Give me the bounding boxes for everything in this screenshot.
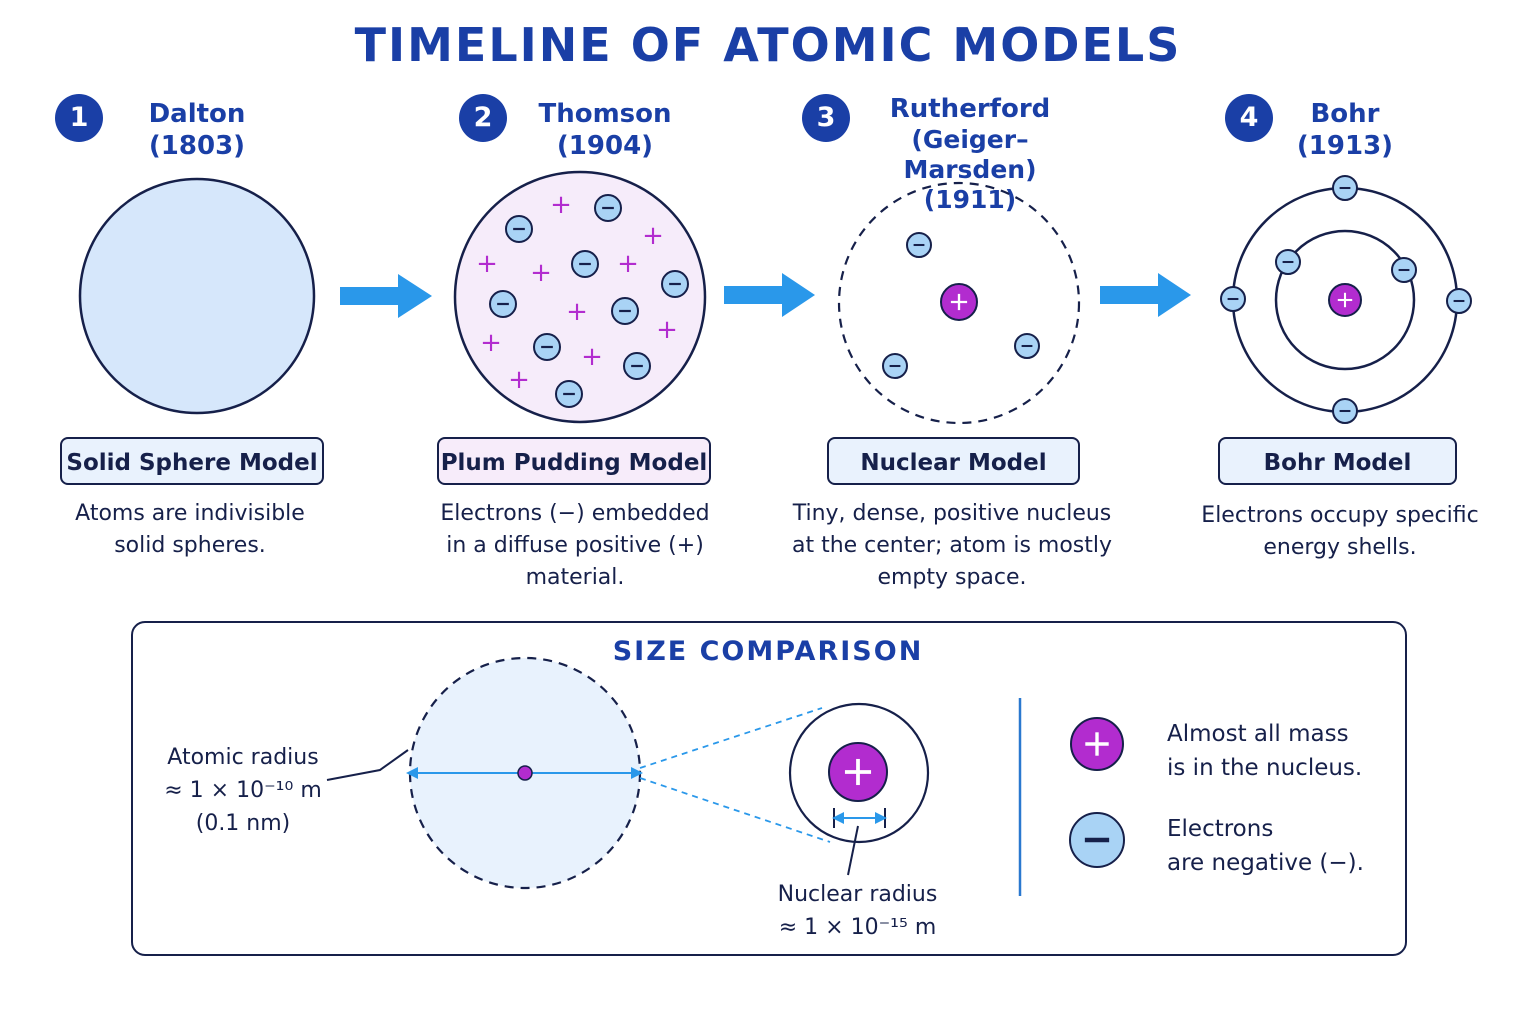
legend-electron-icon — [1069, 812, 1125, 868]
electron-icon — [623, 352, 651, 380]
model-year: (1913) — [1296, 131, 1394, 161]
electron-icon — [1391, 257, 1417, 283]
electron-icon — [1332, 398, 1358, 424]
step-number-1: 1 — [55, 94, 103, 142]
description-line: Tiny, dense, positive nucleus — [792, 501, 1112, 526]
positive-charge-icon: + — [480, 328, 502, 358]
scientist-name: Bohr — [1310, 99, 1380, 129]
rutherford-nuclear-atom — [837, 181, 1081, 425]
model-label-plum-pudding: Plum Pudding Model — [437, 437, 711, 485]
description-line: Electrons (−) embedded — [440, 501, 710, 526]
model-label-bohr: Bohr Model — [1218, 437, 1457, 485]
positive-charge-icon: + — [581, 342, 603, 372]
positive-charge-icon: + — [642, 221, 664, 251]
electron-icon — [661, 270, 689, 298]
description-line: solid spheres. — [114, 533, 266, 558]
timeline-arrow-1 — [340, 274, 432, 318]
nucleus-plus-icon — [940, 283, 978, 321]
legend-nucleus-icon — [1070, 717, 1124, 771]
size-comparison-graphic — [326, 656, 1125, 896]
description-rutherford: Tiny, dense, positive nucleus at the cen… — [782, 498, 1122, 594]
legend-mass-text: Almost all mass is in the nucleus. — [1167, 717, 1362, 785]
bohr-inner-shell — [1274, 229, 1416, 371]
size-comparison-panel — [131, 621, 1407, 956]
electron-icon — [489, 290, 517, 318]
step-heading-rutherford: Rutherford (Geiger–Marsden) (1911) — [850, 93, 1090, 215]
dalton-solid-sphere — [78, 177, 316, 415]
positive-charge-icon: + — [530, 258, 552, 288]
electron-icon — [906, 232, 932, 258]
electron-icon — [505, 215, 533, 243]
electron-icon — [571, 250, 599, 278]
description-line: Atoms are indivisible — [75, 501, 305, 526]
positive-charge-icon: + — [617, 249, 639, 279]
positive-charge-icon: + — [656, 315, 678, 345]
label-line: Nuclear radius — [777, 882, 938, 907]
electron-icon — [1332, 175, 1358, 201]
label-line: ≈ 1 × 10⁻¹⁵ m — [778, 915, 937, 940]
electron-icon — [882, 353, 908, 379]
timeline-arrow-3 — [1100, 273, 1191, 317]
electron-icon — [1014, 333, 1040, 359]
step-heading-dalton: Dalton (1803) — [97, 98, 297, 162]
positive-charge-icon: + — [566, 297, 588, 327]
zoom-line-bottom — [639, 777, 831, 843]
electron-icon — [1275, 249, 1301, 275]
description-dalton: Atoms are indivisible solid spheres. — [40, 498, 340, 562]
atomic-radius-leader — [326, 749, 409, 781]
positive-charge-icon: + — [508, 365, 530, 395]
electron-icon — [1220, 286, 1246, 312]
legend-line: Almost all mass — [1167, 721, 1349, 747]
description-bohr: Electrons occupy specific energy shells. — [1180, 500, 1500, 564]
positive-charge-icon: + — [476, 249, 498, 279]
nuclear-radius-label: Nuclear radius ≈ 1 × 10⁻¹⁵ m — [760, 878, 955, 944]
model-year: (1904) — [556, 131, 654, 161]
step-heading-thomson: Thomson (1904) — [505, 98, 705, 162]
nuclear-radius-leader — [847, 825, 859, 876]
model-year: (1803) — [148, 131, 246, 161]
timeline-arrow-2 — [724, 273, 815, 317]
label-line: (0.1 nm) — [195, 811, 291, 836]
step-heading-bohr: Bohr (1913) — [1245, 98, 1445, 162]
model-label-nuclear: Nuclear Model — [827, 437, 1080, 485]
step-number-3: 3 — [802, 94, 850, 142]
electron-icon — [555, 380, 583, 408]
positive-charge-icon: + — [550, 190, 572, 220]
scientist-subtitle: (Geiger–Marsden) — [903, 125, 1037, 184]
legend-electron-text: Electrons are negative (−). — [1167, 812, 1364, 880]
size-comparison-title: SIZE COMPARISON — [612, 636, 924, 667]
electron-icon — [594, 194, 622, 222]
model-label-solid-sphere: Solid Sphere Model — [60, 437, 324, 485]
page-title: TIMELINE OF ATOMIC MODELS — [354, 18, 1182, 72]
nucleus-plus-icon — [1328, 283, 1362, 317]
description-line: at the center; atom is mostly — [791, 533, 1113, 558]
electron-icon — [533, 333, 561, 361]
electron-icon — [611, 297, 639, 325]
description-line: Electrons occupy specific — [1201, 503, 1479, 528]
tiny-nucleus-dot — [517, 765, 533, 781]
label-line: Atomic radius — [167, 745, 319, 770]
zoomed-nucleus-icon — [828, 742, 888, 802]
legend-line: is in the nucleus. — [1167, 755, 1363, 781]
model-year: (1911) — [923, 185, 1017, 214]
description-line: energy shells. — [1263, 535, 1417, 560]
bohr-atom — [1220, 175, 1472, 424]
step-number-4: 4 — [1225, 94, 1273, 142]
legend-line: are negative (−). — [1167, 850, 1364, 876]
zoom-line-top — [639, 707, 823, 769]
description-thomson: Electrons (−) embedded in a diffuse posi… — [420, 498, 730, 594]
label-line: ≈ 1 × 10⁻¹⁰ m — [164, 778, 322, 803]
scientist-name: Rutherford — [889, 94, 1051, 124]
description-line: material. — [525, 565, 625, 590]
scientist-name: Thomson — [538, 99, 672, 129]
thomson-plum-pudding-atom: ++++++++++ — [453, 170, 707, 424]
legend-line: Electrons — [1167, 816, 1274, 842]
atomic-radius-label: Atomic radius ≈ 1 × 10⁻¹⁰ m (0.1 nm) — [148, 741, 338, 840]
description-line: empty space. — [877, 565, 1027, 590]
description-line: in a diffuse positive (+) — [446, 533, 704, 558]
electron-icon — [1446, 288, 1472, 314]
scientist-name: Dalton — [148, 99, 246, 129]
step-number-2: 2 — [459, 94, 507, 142]
